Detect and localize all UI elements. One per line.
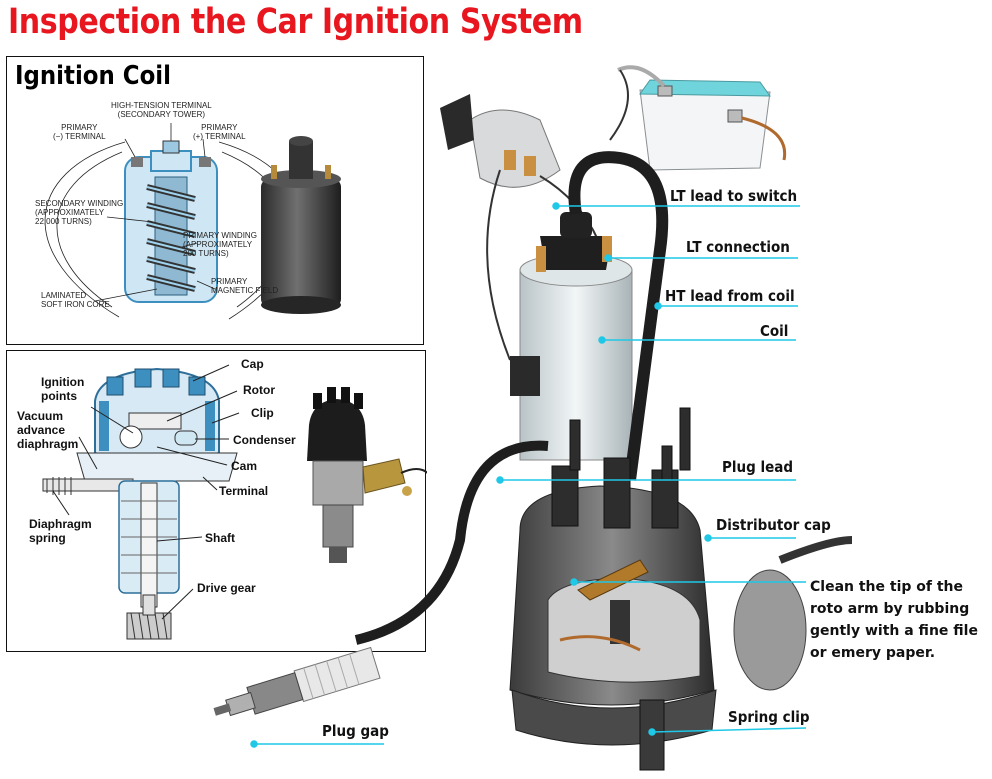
label-condenser: Condenser — [233, 433, 296, 447]
label-terminal: Terminal — [219, 484, 269, 498]
label-lt-connection: LT connection — [686, 238, 790, 256]
label-spring-clip: Spring clip — [728, 708, 810, 726]
label-vacuum-advance-diaphragm: Vacuum advance diaphragm — [17, 409, 79, 451]
label-high-tension-terminal: HIGH-TENSION TERMINAL (SECONDARY TOWER) — [111, 101, 212, 119]
label-secondary-winding: SECONDARY WINDING (APPROXIMATELY 22,000 … — [35, 199, 124, 226]
distributor-cutaway-drawing — [42, 364, 427, 640]
label-clip: Clip — [251, 406, 274, 420]
label-diaphragm-spring: Diaphragm spring — [29, 517, 92, 545]
label-cam: Cam — [231, 459, 258, 473]
label-magnetic-field: PRIMARY MAGNETIC FIELD — [211, 277, 279, 295]
label-ht-lead-from-coil: HT lead from coil — [665, 287, 795, 305]
label-rotor: Rotor — [243, 383, 275, 397]
label-primary-winding: PRIMARY WINDING (APPROXIMATELY 200 TURNS… — [183, 231, 257, 258]
ignition-coil-panel: Ignition Coil — [6, 56, 424, 345]
label-primary-pos-terminal: PRIMARY (+) TERMINAL — [193, 123, 246, 141]
label-coil: Coil — [760, 322, 789, 340]
coil-panel-title: Ignition Coil — [15, 61, 171, 91]
label-primary-neg-terminal: PRIMARY (−) TERMINAL — [53, 123, 106, 141]
label-iron-core: LAMINATED SOFT IRON CORE — [41, 291, 110, 309]
label-drive-gear: Drive gear — [197, 581, 256, 595]
coil-cutaway-drawing — [44, 123, 341, 320]
label-plug-gap: Plug gap — [322, 722, 389, 740]
label-lt-lead-to-switch: LT lead to switch — [670, 187, 798, 205]
label-distributor-cap: Distributor cap — [716, 516, 831, 534]
label-clean-roto-arm-note: Clean the tip of the roto arm by rubbing… — [810, 579, 978, 661]
distributor-panel: Cap Rotor Clip Condenser Cam Terminal Sh… — [6, 350, 427, 652]
label-shaft: Shaft — [205, 531, 235, 545]
label-plug-lead: Plug lead — [722, 458, 794, 476]
label-cap: Cap — [241, 357, 264, 371]
label-ignition-points: Ignition points — [41, 375, 85, 403]
page-title: Inspection the Car Ignition System — [8, 2, 583, 42]
